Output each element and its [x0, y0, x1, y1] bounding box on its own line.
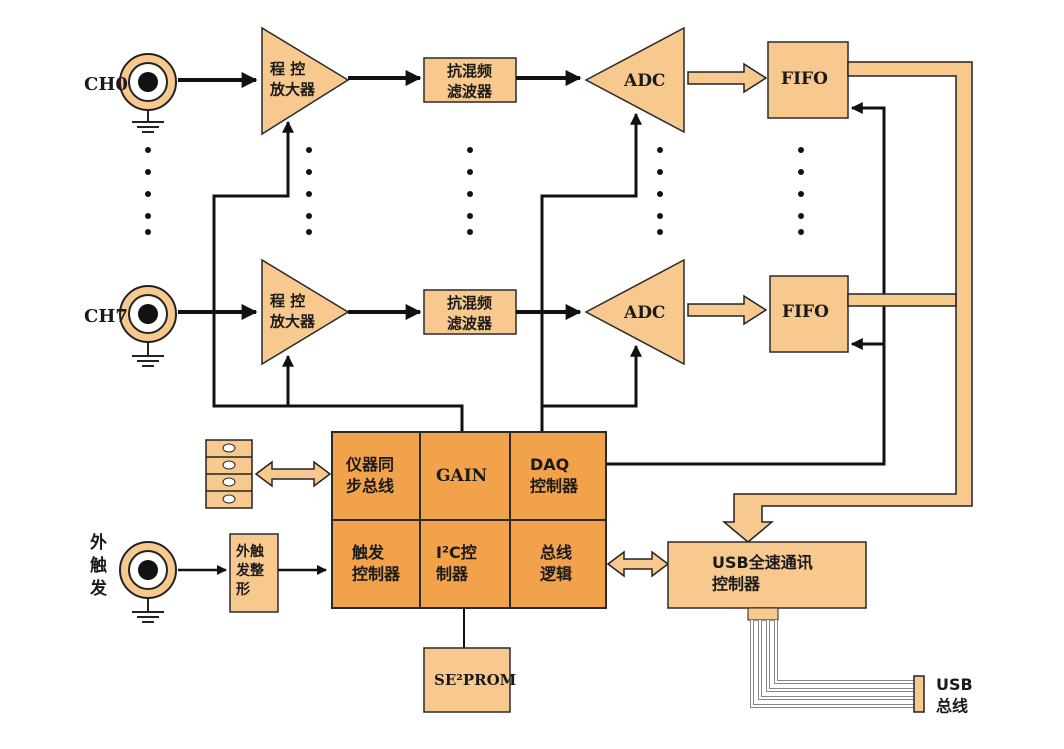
trigger-ctrl-label: 触发控制器 — [351, 543, 401, 584]
daq-to-ch0-fifo-wire — [606, 102, 886, 466]
ch0-connector — [119, 53, 177, 133]
fifo-output-bus — [721, 61, 973, 543]
ch0-fifo-label: FIFO — [781, 69, 828, 89]
bus-logic-cell — [509, 519, 607, 609]
usb-cable — [747, 607, 925, 713]
ch7-fifo-label: FIFO — [782, 302, 829, 322]
ch0-fifo — [767, 41, 849, 119]
i2c-ctrl-cell — [419, 519, 511, 609]
trigger-ctrl-cell — [331, 519, 421, 609]
ext-trigger-connector — [119, 541, 177, 623]
ch7-pga — [261, 258, 350, 366]
sync-bus-bidir-arrow — [254, 460, 332, 488]
bus-logic-usb-bidir-arrow — [606, 550, 670, 578]
sync-bus-label: 仪器同步总线 — [345, 455, 394, 496]
ch0-label: CH0 — [84, 74, 128, 95]
i2c-ctrl-label: I²C控制器 — [436, 543, 477, 584]
fpga-block — [331, 431, 607, 609]
ext-shaper-label: 外触发整形 — [235, 543, 265, 598]
daq-to-ch0-adc-wire — [540, 112, 642, 432]
ch0-filter-label: 抗混频滤波器 — [447, 62, 493, 100]
ch7-adc — [584, 258, 685, 366]
gain-label: GAIN — [436, 466, 487, 486]
ch7-connector — [119, 285, 177, 367]
ch7-fifo-bus-join — [847, 293, 957, 307]
ch7-filter-label: 抗混频滤波器 — [447, 294, 493, 332]
channel-ellipsis — [145, 147, 804, 235]
sync-bus-connector-icon — [205, 439, 253, 509]
ch0-adc — [584, 26, 685, 134]
gain-to-ch0-pga-wire — [212, 120, 464, 432]
gain-cell — [419, 431, 511, 521]
ch7-adc-label: ADC — [623, 303, 665, 323]
ch7-pga-label: 程 控放大器 — [269, 292, 316, 330]
ch0-pga — [261, 26, 350, 136]
ch7-adc-fifo-bus — [687, 294, 768, 326]
ch7-label: CH7 — [84, 306, 128, 327]
ch0-adc-label: ADC — [623, 71, 665, 91]
ch0-adc-fifo-bus — [687, 62, 768, 94]
ch7-fifo — [769, 275, 849, 353]
usb-ctrl-box — [667, 541, 867, 609]
bus-logic-label: 总线逻辑 — [540, 543, 572, 584]
daq-to-ch7-adc-wire — [542, 344, 642, 408]
usb-ctrl-label: USB全速通讯控制器 — [712, 553, 813, 594]
eeprom-label: SE²PROM — [434, 671, 516, 689]
eeprom-box — [423, 647, 511, 713]
daq-ctrl-cell — [509, 431, 607, 521]
ext-shaper-box — [229, 533, 279, 613]
ext-trigger-label: 外触发 — [89, 532, 108, 599]
ch0-pga-label: 程 控放大器 — [269, 60, 316, 98]
